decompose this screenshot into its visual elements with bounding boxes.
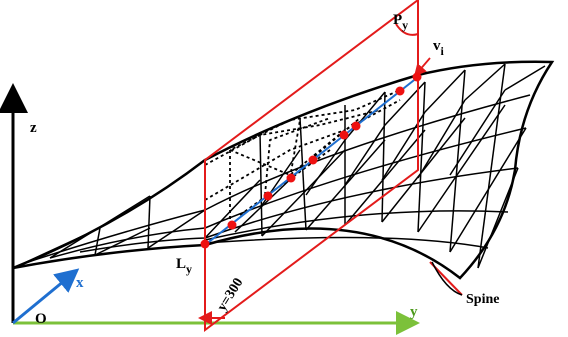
plane-angle-arc <box>395 23 419 36</box>
mesh-outline <box>12 60 555 280</box>
plane-label: Py <box>393 12 408 32</box>
intersection-point <box>412 72 422 82</box>
intersection-point <box>308 155 318 165</box>
vertex-label: vi <box>433 38 445 58</box>
x-axis-label: x <box>76 275 84 291</box>
y-axis-label: y <box>410 304 418 320</box>
z-axis-label: z <box>30 120 37 136</box>
intersection-point <box>339 130 349 140</box>
intersection-point <box>227 220 237 230</box>
vi-pointer-arrow <box>413 57 431 77</box>
intersection-points <box>200 72 422 249</box>
spine-label: Spine <box>466 292 499 307</box>
x-axis-line <box>12 268 80 325</box>
triangle-mesh-surface <box>12 60 555 280</box>
intersection-point <box>286 173 296 183</box>
section-value-label: y=300 <box>215 276 247 314</box>
line-label: Ly <box>176 256 192 276</box>
origin-label: O <box>35 311 47 327</box>
intersection-point <box>263 191 273 201</box>
intersection-point <box>395 86 405 96</box>
intersection-point <box>200 239 210 249</box>
cutting-plane <box>198 0 419 333</box>
intersection-point <box>351 121 361 131</box>
